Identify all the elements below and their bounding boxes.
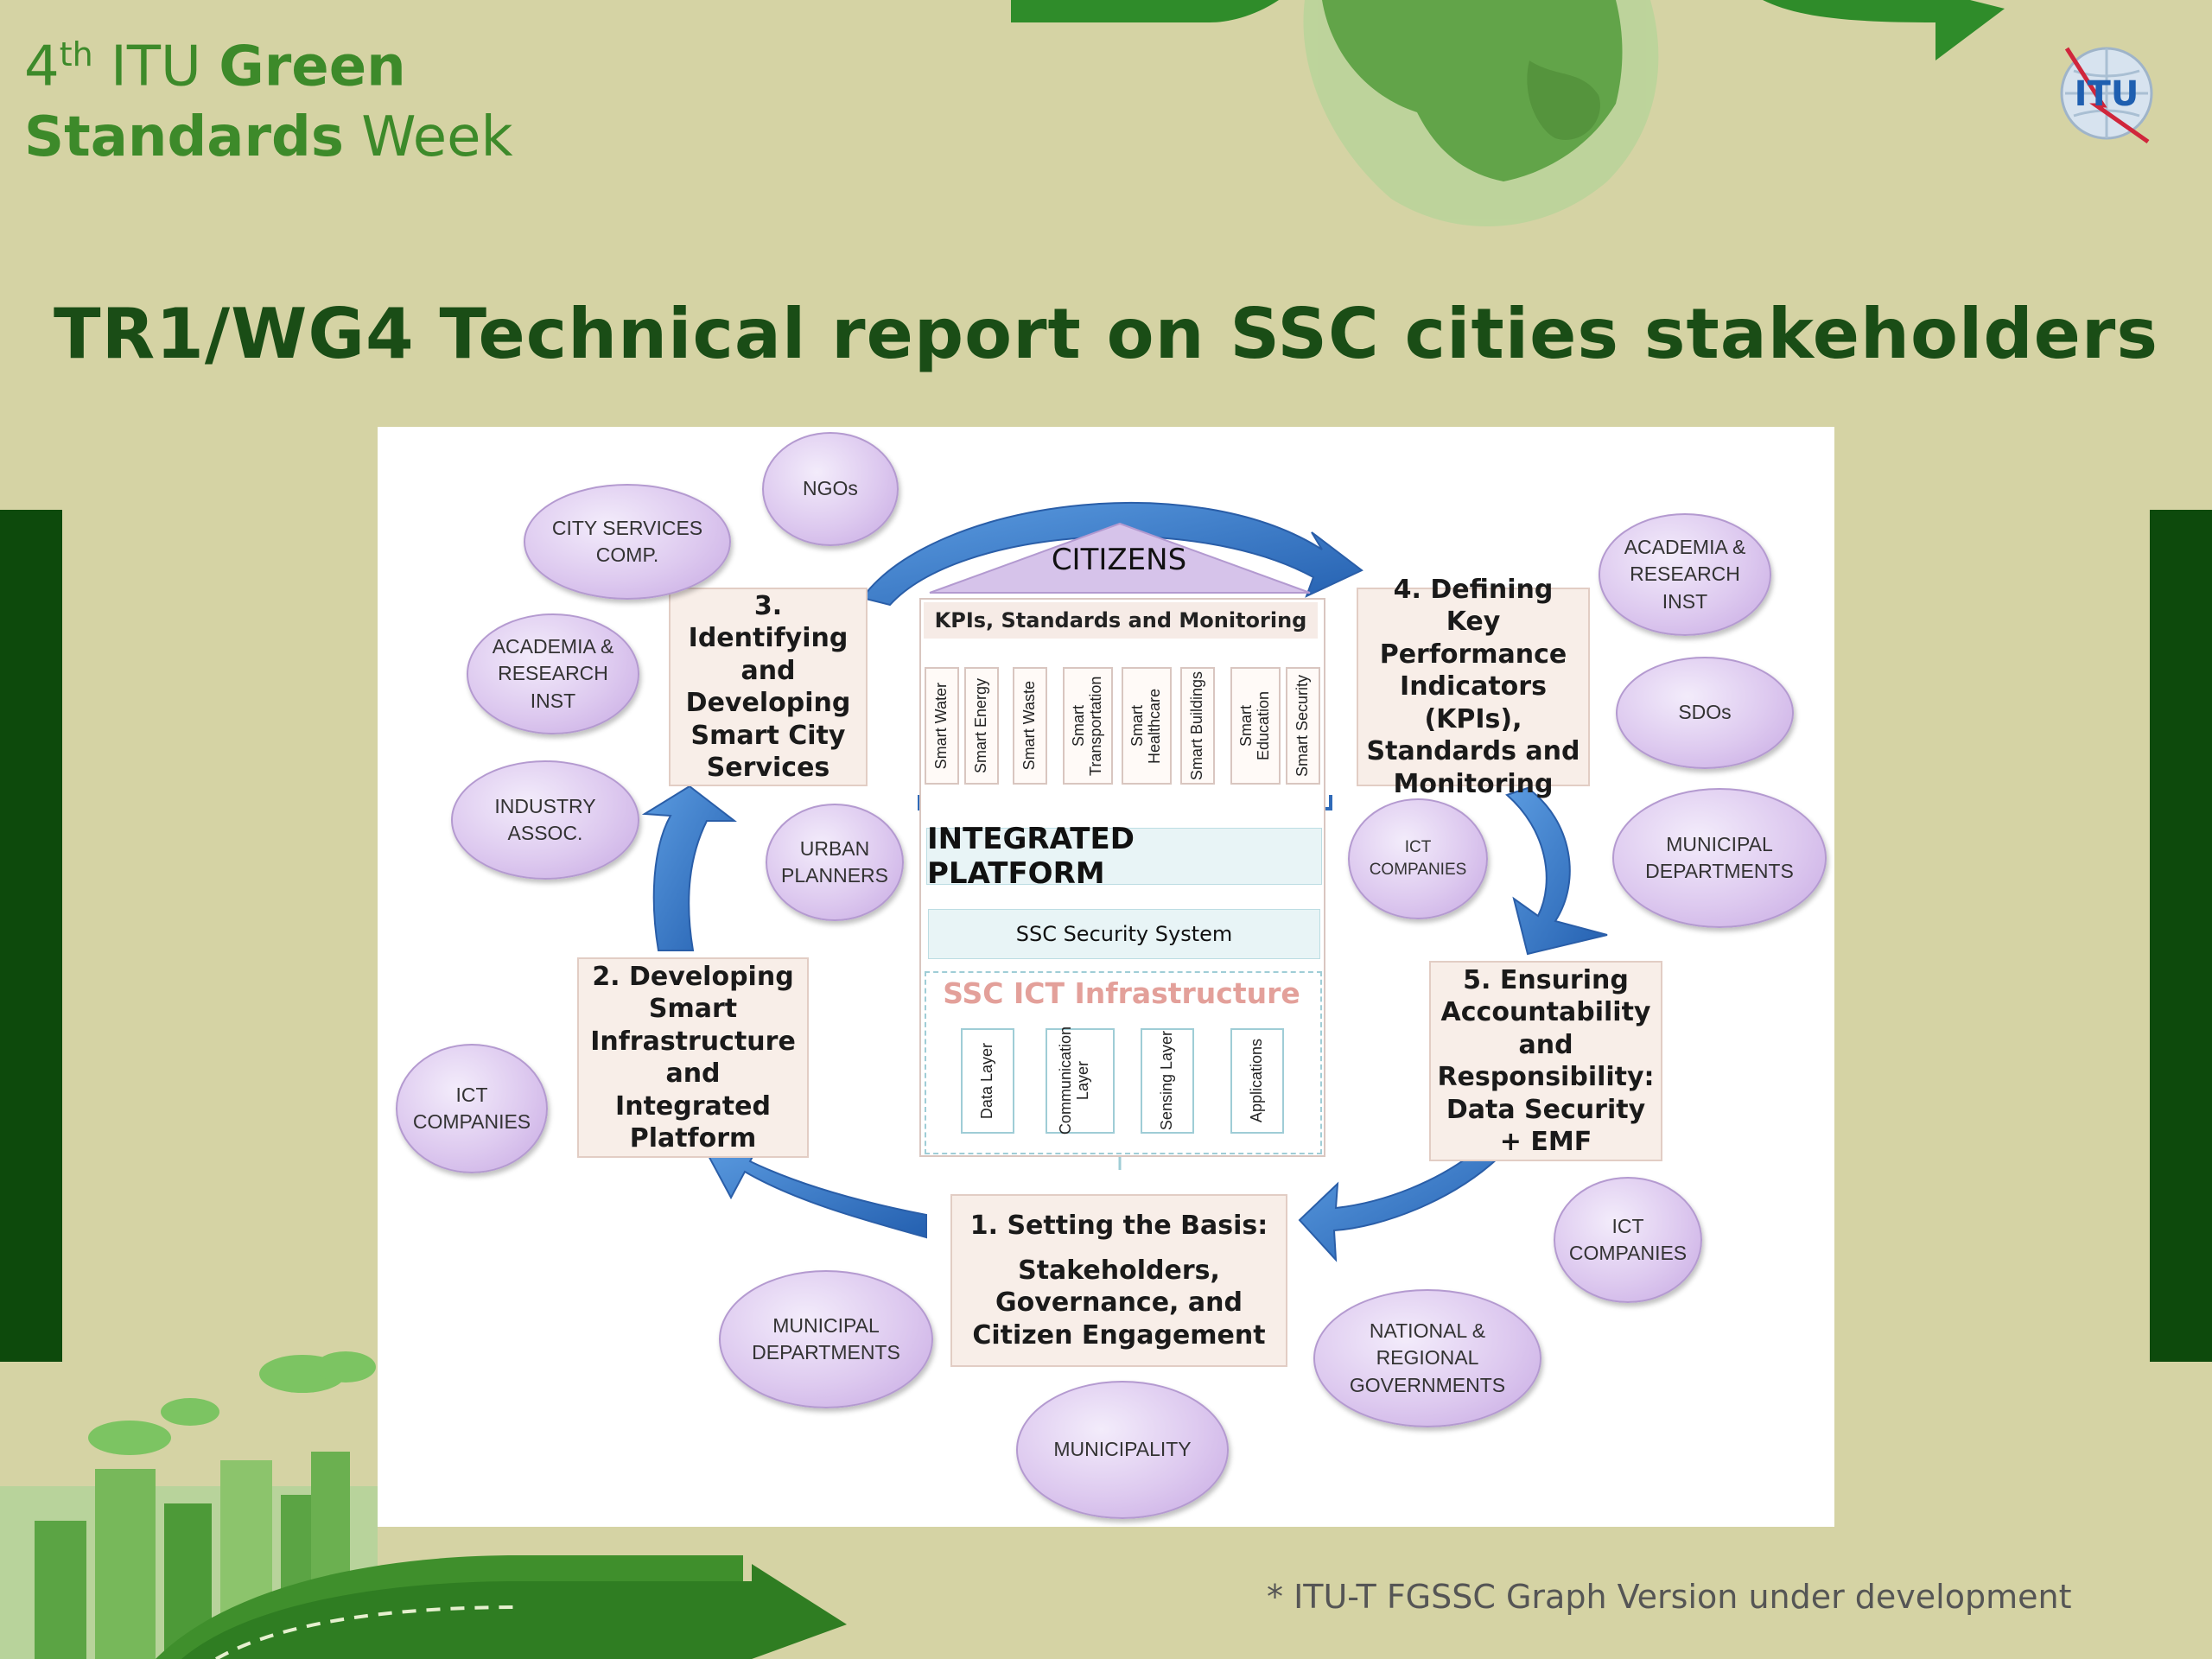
event-itu: ITU bbox=[111, 35, 201, 99]
service-label: Smart Buildings bbox=[1188, 671, 1206, 781]
service-column: Smart Energy bbox=[964, 667, 999, 785]
service-column: Smart Transportation bbox=[1063, 667, 1113, 785]
step-3-box: 3. Identifying and Developing Smart City… bbox=[669, 588, 868, 786]
service-label: Smart Energy bbox=[972, 677, 990, 774]
step-5-box: 5. Ensuring Accountability and Responsib… bbox=[1429, 961, 1662, 1161]
layer-column: Applications bbox=[1230, 1028, 1284, 1134]
layer-label: Sensing Layer bbox=[1158, 1031, 1176, 1131]
event-ordinal-suffix: th bbox=[59, 35, 93, 73]
stakeholder-industry-assoc: INDUSTRY ASSOC. bbox=[451, 760, 639, 880]
stakeholder-ict-bottom-right: ICT COMPANIES bbox=[1554, 1177, 1702, 1303]
citizens-label: CITIZENS bbox=[1051, 543, 1187, 577]
service-column: Smart Education bbox=[1230, 667, 1281, 785]
stakeholder-national-regional: NATIONAL & REGIONAL GOVERNMENTS bbox=[1313, 1289, 1541, 1427]
layer-column: Communication Layer bbox=[1046, 1027, 1115, 1135]
security-system-bar: SSC Security System bbox=[928, 909, 1320, 959]
stakeholder-ict-center-right: ICT COMPANIES bbox=[1348, 798, 1488, 919]
step-1-body: Stakeholders, Governance, and Citizen En… bbox=[972, 1255, 1266, 1351]
service-label: Smart Water bbox=[932, 682, 950, 770]
service-column: Smart Healthcare bbox=[1122, 667, 1172, 785]
stakeholder-city-services: CITY SERVICES COMP. bbox=[524, 484, 731, 600]
service-label: Smart Healthcare bbox=[1128, 688, 1163, 764]
stakeholder-urban-planners: URBAN PLANNERS bbox=[766, 804, 904, 921]
left-accent-bar bbox=[0, 510, 62, 1362]
event-ordinal: 4 bbox=[24, 35, 60, 99]
step-2-box: 2. Developing Smart Infrastructure and I… bbox=[577, 957, 809, 1158]
service-column: Smart Waste bbox=[1013, 667, 1047, 785]
ict-infrastructure-title: SSC ICT Infrastructure bbox=[943, 976, 1300, 1010]
layer-column: Data Layer bbox=[961, 1028, 1014, 1134]
event-week: Week bbox=[361, 105, 513, 170]
slide-title: TR1/WG4 Technical report on SSC cities s… bbox=[54, 294, 2158, 374]
layer-label: Communication Layer bbox=[1057, 1027, 1091, 1135]
stakeholder-ngos: NGOs bbox=[762, 432, 899, 546]
footnote: * ITU-T FGSSC Graph Version under develo… bbox=[1267, 1578, 2072, 1616]
event-green: Green bbox=[219, 35, 406, 99]
stakeholder-municipality: MUNICIPALITY bbox=[1016, 1381, 1229, 1519]
stakeholder-ict-left: ICT COMPANIES bbox=[396, 1044, 548, 1173]
event-title: 4th ITU Green Standards Week bbox=[24, 19, 513, 173]
service-label: Smart Transportation bbox=[1070, 676, 1104, 776]
top-arrow-left bbox=[1011, 0, 1279, 22]
svg-text:ITU: ITU bbox=[2075, 74, 2139, 114]
event-standards: Standards bbox=[24, 105, 344, 170]
kpi-bar: KPIs, Standards and Monitoring bbox=[924, 602, 1318, 639]
stakeholder-municipal-right: MUNICIPAL DEPARTMENTS bbox=[1612, 788, 1827, 928]
layer-column: Sensing Layer bbox=[1141, 1028, 1194, 1134]
service-label: Smart Waste bbox=[1020, 681, 1039, 771]
integrated-platform-bar: INTEGRATED PLATFORM bbox=[926, 822, 1322, 891]
stakeholder-academia-right: ACADEMIA & RESEARCH INST bbox=[1599, 513, 1771, 636]
step-1-title: 1. Setting the Basis: bbox=[969, 1211, 1268, 1241]
top-arrow-right bbox=[1763, 0, 2005, 60]
service-column: Smart Water bbox=[925, 667, 959, 785]
layer-label: Data Layer bbox=[978, 1042, 996, 1120]
layer-label: Applications bbox=[1248, 1039, 1266, 1123]
city-skyline-illustration bbox=[0, 1351, 847, 1659]
itu-logo: ITU bbox=[2060, 47, 2153, 144]
service-column: Smart Buildings bbox=[1180, 667, 1215, 785]
service-label: Smart Education bbox=[1237, 690, 1272, 761]
service-label: Smart Security bbox=[1294, 674, 1312, 778]
globe-illustration bbox=[1303, 0, 1659, 227]
stakeholder-municipal-left: MUNICIPAL DEPARTMENTS bbox=[719, 1270, 933, 1408]
service-column: Smart Security bbox=[1286, 667, 1320, 785]
step-4-box: 4. Defining Key Performance Indicators (… bbox=[1357, 575, 1590, 799]
right-accent-bar bbox=[2150, 510, 2212, 1362]
step-1-box: 1. Setting the Basis: Stakeholders, Gove… bbox=[950, 1194, 1287, 1367]
stakeholder-sdos: SDOs bbox=[1616, 657, 1794, 769]
stakeholder-academia-left: ACADEMIA & RESEARCH INST bbox=[467, 613, 639, 734]
